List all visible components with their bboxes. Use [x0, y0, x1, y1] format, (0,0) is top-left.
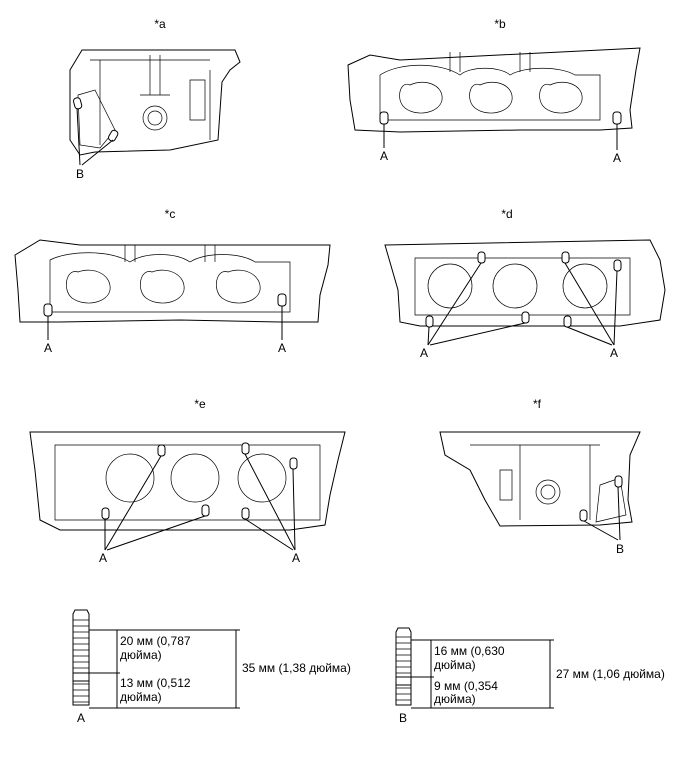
pin-a — [201, 504, 210, 517]
view-f: *f B — [439, 397, 641, 556]
stud-a-total-length: 35 мм (1,38 дюйма) — [242, 661, 351, 675]
stud-b-upper-length: 16 мм (0,630 — [434, 644, 505, 658]
pin-b — [108, 129, 119, 142]
callout-a: A — [380, 149, 388, 163]
pin-a — [289, 457, 298, 470]
pin-a — [477, 251, 486, 264]
pin-b — [579, 509, 588, 522]
callout-a: A — [44, 341, 52, 355]
view-b-label: *b — [494, 17, 506, 31]
stud-b-lower-length-unit: дюйма) — [434, 692, 476, 706]
callout-b: B — [76, 167, 84, 181]
stud-a-name: A — [77, 711, 85, 725]
callout-b: B — [616, 542, 624, 556]
pin-a — [379, 111, 389, 125]
pin-a — [101, 507, 110, 520]
pin-b — [614, 475, 623, 488]
stud-b-upper-length-unit: дюйма) — [434, 658, 476, 672]
pin-a — [563, 315, 572, 328]
view-d: *d A A — [384, 207, 666, 360]
pin-a — [241, 507, 250, 520]
view-f-label: *f — [533, 397, 542, 411]
view-c-body — [14, 239, 331, 323]
pin-a — [157, 444, 166, 457]
pin-a — [425, 315, 434, 328]
view-e-label: *e — [194, 397, 206, 411]
view-d-label: *d — [501, 207, 512, 221]
pin-a — [613, 259, 622, 272]
stud-a-body — [72, 609, 90, 706]
pin-a — [241, 442, 250, 455]
view-c: *c A A — [14, 207, 331, 355]
view-b: *b A A — [347, 17, 641, 165]
pin-a — [612, 111, 622, 125]
view-a: *a B — [69, 17, 241, 181]
view-e-body — [29, 431, 346, 531]
callout-a: A — [278, 341, 286, 355]
view-a-body — [69, 49, 241, 156]
stud-a-upper-length-unit: дюйма) — [120, 648, 162, 662]
stud-b-total-length: 27 мм (1,06 дюйма) — [556, 667, 665, 681]
stud-a-lower-length: 13 мм (0,512 — [120, 676, 191, 690]
callout-a: A — [292, 551, 300, 565]
stud-a-lower-length-unit: дюйма) — [120, 690, 162, 704]
view-a-label: *a — [154, 17, 166, 31]
callout-a: A — [610, 346, 618, 360]
view-e: *e A A — [29, 397, 346, 565]
callout-a: A — [99, 551, 107, 565]
stud-a-upper-length: 20 мм (0,787 — [120, 634, 191, 648]
callout-a: A — [420, 346, 428, 360]
pin-a — [43, 303, 53, 317]
pin-a — [277, 293, 287, 307]
view-f-body — [439, 431, 641, 527]
view-c-label: *c — [165, 207, 176, 221]
pin-a — [521, 311, 530, 324]
callout-a: A — [613, 151, 621, 165]
stud-a-diagram: 20 мм (0,787 дюйма) 13 мм (0,512 дюйма) … — [72, 609, 351, 725]
stud-b-diagram: 16 мм (0,630 дюйма) 9 мм (0,354 дюйма) 2… — [395, 627, 665, 725]
stud-b-name: B — [399, 711, 407, 725]
pin-b — [72, 97, 83, 110]
stud-b-body — [395, 627, 412, 706]
pin-a — [561, 251, 570, 264]
stud-b-lower-length: 9 мм (0,354 — [434, 679, 498, 693]
view-b-body — [347, 47, 641, 133]
view-d-body — [384, 239, 666, 327]
